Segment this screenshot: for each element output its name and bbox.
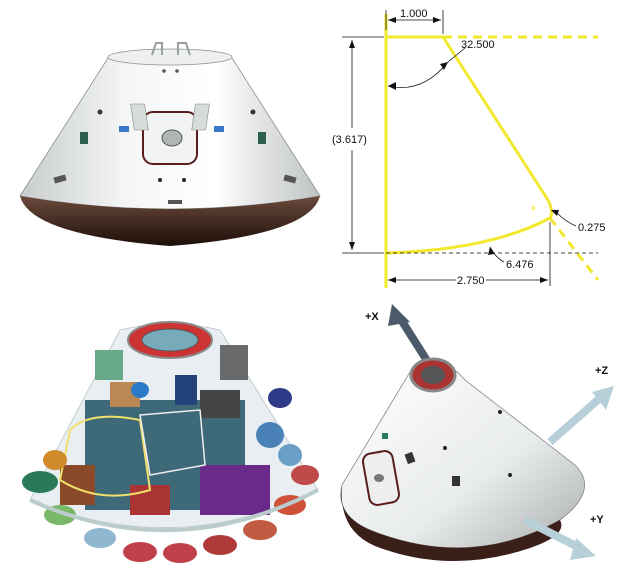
profile-dimension-diagram: + <box>330 0 629 290</box>
y-axis-arrow <box>523 516 596 560</box>
heat-shield <box>340 485 562 562</box>
capsule-axes-view: +X +Z +Y <box>330 290 629 571</box>
cone-side-line <box>441 36 550 201</box>
base-arc <box>385 216 551 255</box>
dim-cone-angle: 32.500 <box>461 39 495 51</box>
capsule-exterior-view <box>0 0 330 290</box>
dimension-arrowheads <box>349 17 559 283</box>
dim-base-radius: 6.476 <box>506 259 534 271</box>
z-axis-arrow <box>547 386 614 446</box>
lower-dashed-line <box>548 217 600 281</box>
dim-corner-radius: 0.275 <box>578 222 606 234</box>
dim-height: (3.617) <box>332 134 367 146</box>
svg-text:+: + <box>530 201 537 215</box>
corner-arc <box>546 199 554 219</box>
capsule-body <box>19 42 321 246</box>
z-axis-label: +Z <box>595 365 608 377</box>
x-axis-label: +X <box>365 311 379 323</box>
dim-base-width: 2.750 <box>457 275 485 287</box>
dim-top-width: 1.000 <box>400 8 428 20</box>
y-axis-label: +Y <box>590 514 604 526</box>
capsule-cutaway-view <box>0 290 330 571</box>
